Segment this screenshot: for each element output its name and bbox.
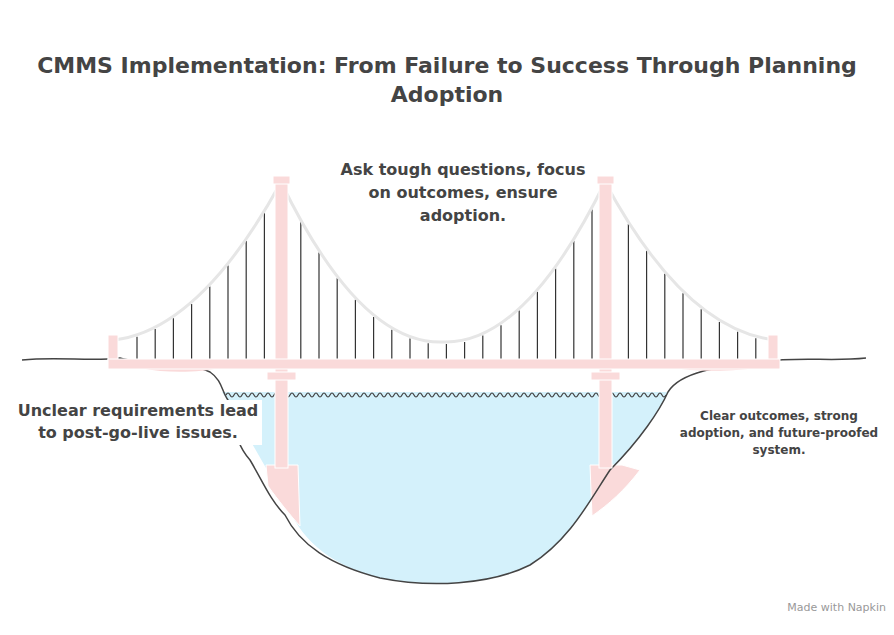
suspender-cable <box>755 338 756 359</box>
suspender-cable <box>136 337 137 359</box>
suspender-cable <box>173 318 174 359</box>
suspender-cable <box>227 265 228 359</box>
right-pylon <box>768 335 778 361</box>
diagram-title: CMMS Implementation: From Failure to Suc… <box>20 52 874 109</box>
suspender-cable <box>300 222 301 359</box>
left-pylon <box>108 335 118 361</box>
suspender-cable <box>719 322 720 359</box>
suspender-cable <box>464 342 465 359</box>
suspender-cable <box>500 325 501 359</box>
suspender-cable <box>318 252 319 359</box>
suspender-cable <box>628 224 629 359</box>
suspender-cable <box>701 309 702 359</box>
suspender-cable <box>573 241 574 359</box>
left-tower-band <box>267 372 296 380</box>
suspender-cable <box>519 311 520 359</box>
suspender-cable <box>591 209 592 359</box>
suspender-cable <box>428 343 429 359</box>
suspender-cable <box>155 329 156 359</box>
watermark: Made with Napkin <box>736 601 886 615</box>
suspender-cables <box>137 209 756 359</box>
bridge-deck <box>108 359 780 369</box>
right-tower <box>599 178 612 468</box>
main-cable <box>114 182 775 342</box>
ground-line <box>22 358 866 584</box>
suspender-cable <box>409 339 410 359</box>
suspender-cable <box>664 274 665 359</box>
suspender-cable <box>482 336 483 359</box>
left-tower-cap <box>273 176 290 184</box>
suspender-cable <box>191 304 192 359</box>
success-note: Clear outcomes, strong adoption, and fut… <box>668 408 890 458</box>
suspender-cable <box>446 344 447 359</box>
suspender-cable <box>391 330 392 359</box>
suspender-cable <box>373 317 374 359</box>
right-tower-band <box>591 372 620 380</box>
right-tower-cap <box>597 176 614 184</box>
suspender-cable <box>355 300 356 359</box>
failure-note: Unclear requirements lead to post-go-liv… <box>14 400 262 445</box>
suspender-cable <box>337 278 338 359</box>
suspender-cable <box>646 251 647 359</box>
bridge-note: Ask tough questions, focus on outcomes, … <box>335 158 591 228</box>
left-foundation <box>266 465 300 526</box>
suspender-cable <box>209 286 210 359</box>
suspender-cable <box>555 269 556 359</box>
suspender-cable <box>246 241 247 359</box>
suspender-cable <box>537 292 538 359</box>
suspender-cable <box>737 332 738 359</box>
suspender-cable <box>682 293 683 359</box>
suspender-cable <box>264 213 265 359</box>
left-tower <box>275 178 288 468</box>
